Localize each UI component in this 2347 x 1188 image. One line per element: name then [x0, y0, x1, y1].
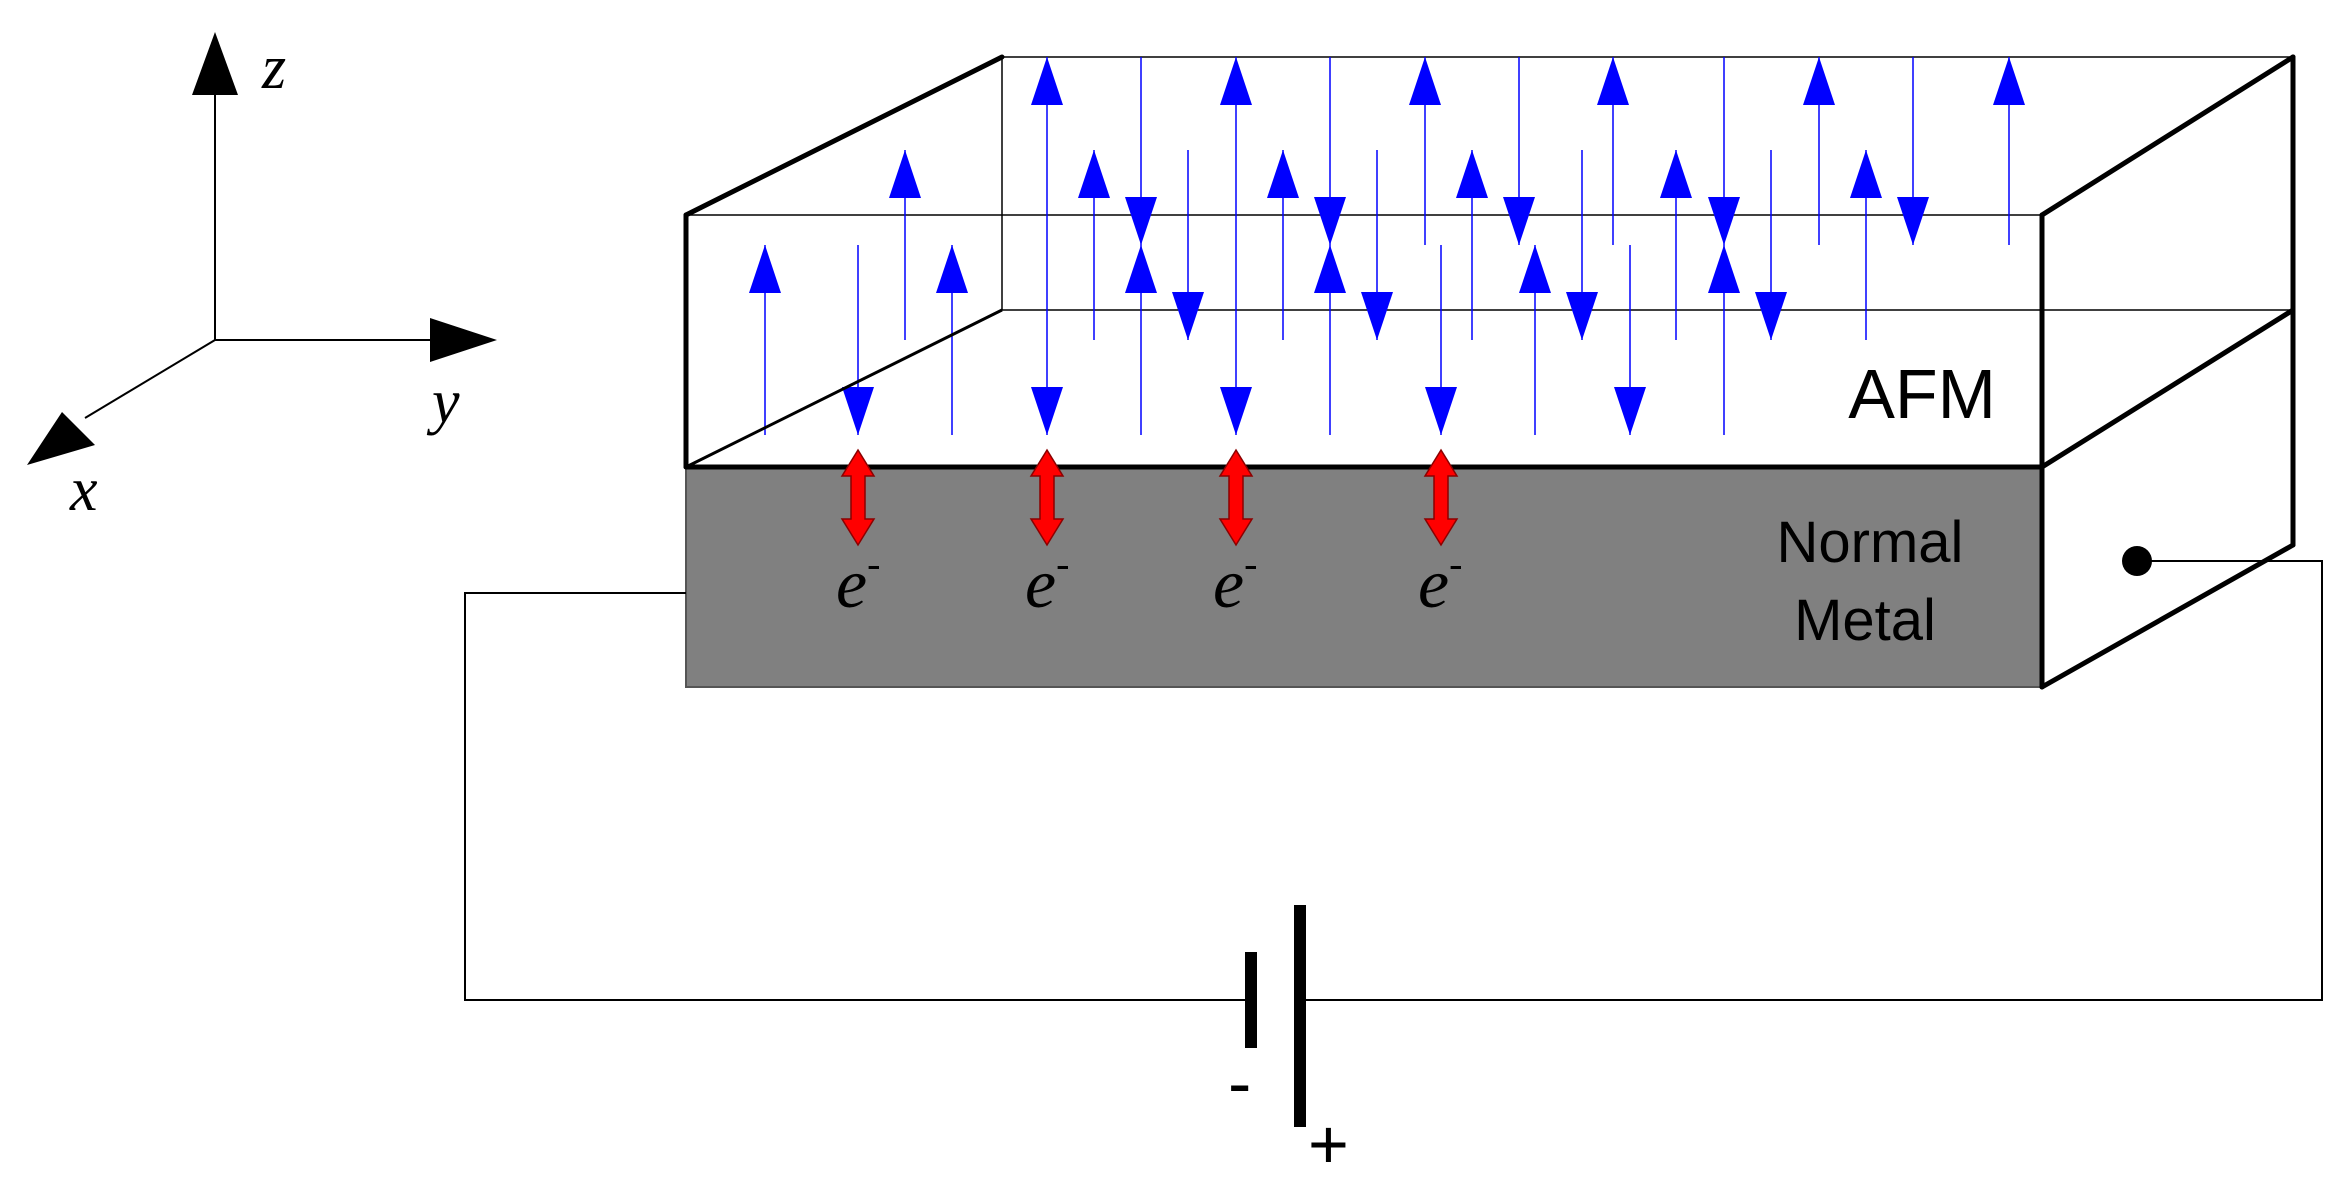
spin-down-arrow — [1220, 245, 1252, 435]
spin-down-arrow — [1172, 150, 1204, 340]
spin-down-arrow — [1755, 150, 1787, 340]
spin-up-arrow — [1803, 57, 1835, 245]
y-axis-label: y — [426, 368, 460, 436]
spin-down-arrow — [1503, 57, 1535, 245]
spin-down-arrow — [1897, 57, 1929, 245]
spin-up-arrow — [1597, 57, 1629, 245]
electron-arrows — [840, 448, 1459, 547]
spin-up-arrow — [1409, 57, 1441, 245]
spin-up-arrow — [1993, 57, 2025, 245]
spin-up-arrow — [1850, 150, 1882, 340]
spin-down-arrow — [1708, 57, 1740, 245]
circuit-wires — [464, 560, 2323, 1001]
spin-down-arrow — [1614, 245, 1646, 435]
spin-up-arrow — [1456, 150, 1488, 340]
metal-label-line2: Metal — [1794, 588, 1936, 653]
spin-up-arrow — [1031, 57, 1063, 245]
afm-back-edges — [686, 56, 2293, 311]
spin-up-arrow — [749, 245, 781, 435]
spin-down-arrow — [1425, 245, 1457, 435]
electron-spin-double-arrow — [1029, 448, 1065, 547]
electron-label: e- — [1418, 541, 1462, 623]
electron-spin-double-arrow — [1423, 448, 1459, 547]
spin-up-arrow — [1078, 150, 1110, 340]
electron-spin-double-arrow — [1218, 448, 1254, 547]
spin-up-arrow — [1708, 245, 1740, 435]
spin-up-arrow — [936, 245, 968, 435]
battery-negative-plate — [1245, 952, 1257, 1048]
x-axis-label: x — [69, 456, 98, 524]
battery-positive-plate — [1294, 905, 1306, 1127]
afm-outline — [683, 54, 2296, 690]
spin-arrows — [749, 57, 2025, 435]
metal-label-line1: Normal — [1777, 510, 1964, 575]
battery-icon — [1245, 905, 1306, 1127]
battery-plus-label: + — [1308, 1105, 1349, 1183]
spin-up-arrow — [1314, 245, 1346, 435]
spin-down-arrow — [1361, 150, 1393, 340]
afm-diagonal-edge — [685, 308, 1003, 469]
coordinate-axes — [27, 32, 497, 465]
electron-spin-double-arrow — [840, 448, 876, 547]
z-axis-label: z — [261, 34, 286, 102]
spin-up-arrow — [1519, 245, 1551, 435]
battery-minus-label: - — [1228, 1044, 1251, 1122]
spin-up-arrow — [889, 150, 921, 340]
contact-dot — [2122, 546, 2152, 576]
electron-labels: e- e- e- e- — [836, 541, 1462, 623]
electron-label: e- — [1025, 541, 1069, 623]
spin-up-arrow — [1125, 245, 1157, 435]
afm-label: AFM — [1848, 355, 1996, 433]
electron-label: e- — [1213, 541, 1257, 623]
spin-up-arrow — [1660, 150, 1692, 340]
normal-metal-layer — [685, 466, 2043, 688]
spin-down-arrow — [1125, 57, 1157, 245]
spin-down-arrow — [1566, 150, 1598, 340]
electron-label: e- — [836, 541, 880, 623]
spin-down-arrow — [842, 245, 874, 435]
spin-up-arrow — [1220, 57, 1252, 245]
spin-down-arrow — [1314, 57, 1346, 245]
spin-down-arrow — [1031, 245, 1063, 435]
spin-up-arrow — [1267, 150, 1299, 340]
